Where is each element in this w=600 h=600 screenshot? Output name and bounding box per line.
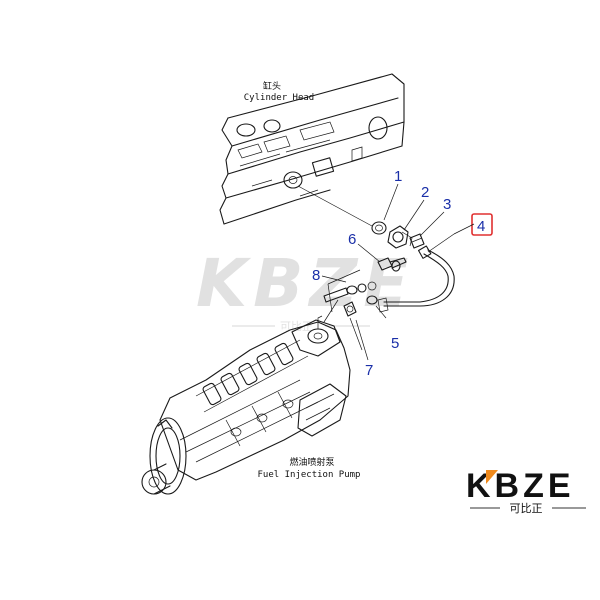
callout-1: 1 [394,168,402,185]
callouts: 1 2 3 4 5 6 7 8 [312,168,493,379]
part-6-bolt [377,257,407,272]
pump-label-cn: 燃油喷射泵 [289,456,334,468]
callout-4-highlight [471,213,493,236]
fuel-pump-drawing [141,299,351,495]
callout-5: 5 [391,335,399,352]
part-1-gasket [371,221,387,235]
logo-text: KBZE [466,467,575,505]
cylinder-head-label-cn: 缸头 [263,80,281,92]
cylinder-head-drawing [219,73,405,227]
pump-label-en: Fuel Injection Pump [258,470,361,480]
part-4-hose [377,245,455,313]
parts-group [323,221,455,351]
part-3-connector [409,233,425,249]
cylinder-head-label-en: Cylinder Head [244,93,314,103]
watermark-sub: 可比正 [280,320,313,333]
brand-logo: KBZE 可比正 [466,467,586,515]
callout-7: 7 [365,362,373,379]
logo-sub: 可比正 [510,502,543,515]
part-8-bolt [323,269,377,313]
callout-6: 6 [348,231,356,248]
part-5-washer [366,295,387,319]
callout-8: 8 [312,267,320,284]
part-7-fitting [343,301,363,351]
callout-2: 2 [421,184,429,201]
part-2-adapter [387,225,413,249]
callout-3: 3 [443,196,451,213]
logo-accent-icon [486,470,498,484]
watermark: KBZE 可比正 [196,245,414,333]
callout-4: 4 [477,218,485,235]
watermark-text: KBZE [196,245,414,322]
